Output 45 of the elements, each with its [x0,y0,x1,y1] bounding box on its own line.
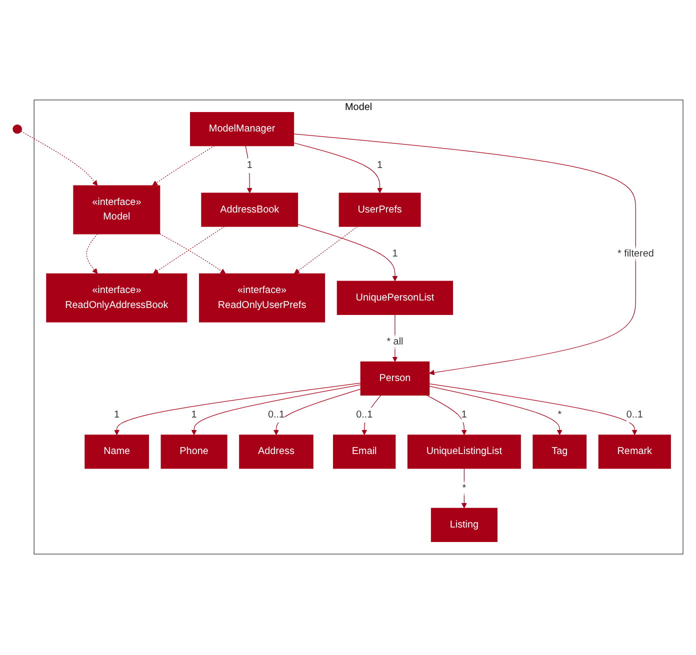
edge-label: 1 [377,160,383,172]
node-box: «interface» ReadOnlyAddressBook [46,274,188,323]
edge-label: 1 [392,248,398,260]
node-box: Name [84,435,149,470]
edge-label: 0..1 [626,410,643,421]
arrow [86,234,98,274]
edge-label: * [462,483,466,494]
arrow [297,224,398,282]
edge-label: * filtered [617,248,654,260]
edge-label: 1 [461,410,467,421]
arrow [152,146,215,186]
node-box: «interface» Model [73,186,160,235]
edge-label: * all [386,336,404,348]
arrow [362,395,382,436]
node-box: «interface» ReadOnlyUserPrefs [198,274,326,323]
node-box: Person [360,362,430,396]
arrow [426,395,467,436]
node-box: ModelManager [190,112,294,147]
arrow [294,226,358,274]
arrow [245,146,252,194]
arrow [20,131,98,186]
edge-label: 0..1 [268,410,285,421]
edge-label: * [558,410,562,421]
arrow [152,226,225,274]
node-box: UniqueListingList [407,435,521,470]
edge-label: 0..1 [356,410,373,421]
node-box: UserPrefs [338,193,421,228]
node-box: Remark [598,435,671,470]
arrow [293,143,383,194]
arrow [429,384,638,436]
edge-label: 1 [246,160,252,172]
arrow [293,134,636,376]
edge-label: 1 [191,410,197,421]
node-box: Tag [532,435,587,470]
node-box: AddressBook [201,193,298,228]
node-box: Address [239,435,314,470]
node-box: Listing [430,508,498,542]
arrow [160,234,226,274]
edge-label: 1 [114,410,120,421]
node-box: UniquePersonList [336,281,454,316]
node-box: Email [333,435,396,470]
arrow [274,389,361,436]
arrow [114,383,361,436]
arrow [191,384,361,436]
node-box: Phone [160,435,228,470]
